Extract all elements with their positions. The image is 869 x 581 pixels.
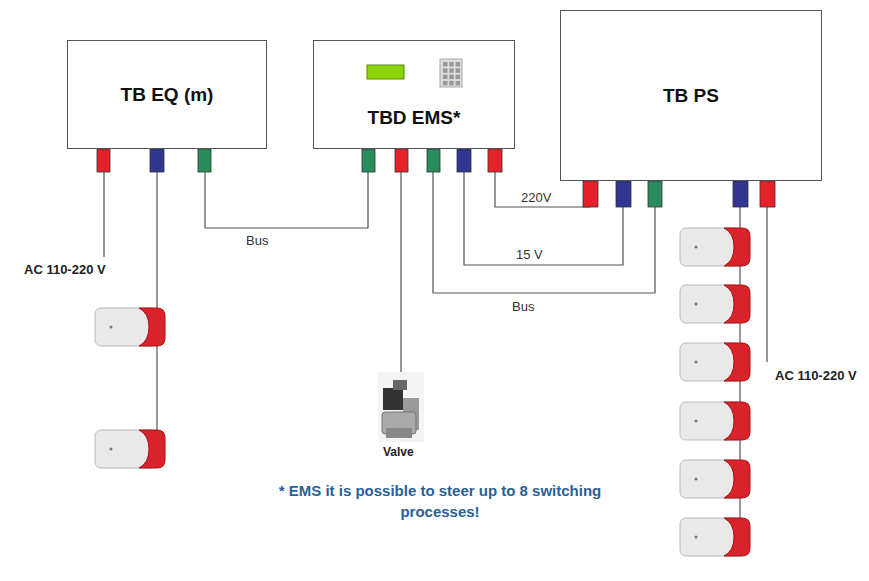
wire-connector [205,149,368,228]
box-title: TB PS [663,85,719,107]
lcd-display [367,65,404,79]
valve-symbol [378,372,424,442]
device-box: TB PS [560,10,822,181]
supply-label: AC 110-220 V [24,262,106,277]
wire-label: Bus [510,299,536,314]
keypad [440,59,462,87]
device-box: TBD EMS* [313,40,515,149]
device-box: TB EQ (m) [67,40,267,149]
detector [680,285,750,323]
detector [680,228,750,266]
terminals [97,149,775,207]
valve-label: Valve [383,445,414,459]
detector [680,460,750,498]
wire-connector [433,149,655,293]
wire-connector [464,149,623,265]
detector [95,430,165,468]
detector [95,308,165,346]
supply-label: AC 110-220 V [775,368,857,383]
box-title: TB EQ (m) [121,84,214,106]
note-text: * EMS it is possible to steer up to 8 sw… [275,480,605,522]
wire-connector [495,149,590,207]
detector [680,518,750,556]
detector [680,402,750,440]
wire-label: Bus [244,233,270,248]
wire-label: 15 V [514,247,545,262]
detector [680,343,750,381]
wire-label: 220V [519,190,553,205]
box-title: TBD EMS* [368,107,461,129]
